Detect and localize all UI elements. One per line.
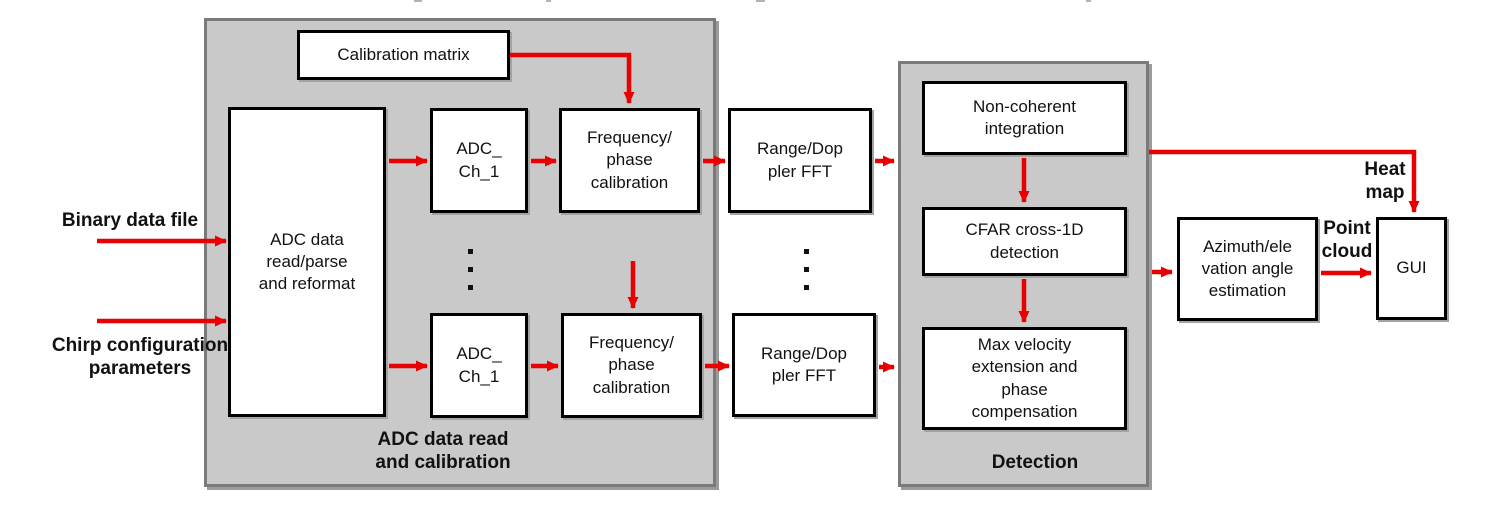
cropped-text-artifact [756, 0, 765, 2]
cropped-text-artifact [546, 0, 551, 2]
node-frequency-phase-calibration-bottom: Frequency/ phase calibration [561, 313, 702, 418]
group-detection-caption: Detection [991, 452, 1079, 473]
node-calibration-matrix: Calibration matrix [297, 30, 510, 80]
dot [468, 285, 473, 290]
node-range-doppler-fft-top: Range/Dop pler FFT [728, 108, 872, 213]
label-chirp-configuration-parameters: Chirp configuration parameters [51, 335, 229, 379]
node-range-doppler-fft-bottom: Range/Dop pler FFT [732, 313, 876, 417]
node-cfar-cross-1d-detection: CFAR cross-1D detection [922, 207, 1127, 276]
dot [804, 267, 809, 272]
ellipsis-adc-channels [468, 249, 473, 290]
node-max-velocity-extension: Max velocity extension and phase compens… [922, 327, 1127, 430]
label-point-cloud: Point cloud [1321, 218, 1373, 262]
node-adc-ch1-top: ADC_ Ch_1 [430, 108, 528, 213]
label-heat-map: Heat map [1364, 159, 1406, 203]
dot [468, 267, 473, 272]
dot [468, 249, 473, 254]
node-adc-ch1-bottom: ADC_ Ch_1 [430, 313, 528, 418]
node-adc-data-read-parse-reformat: ADC data read/parse and reformat [228, 107, 386, 417]
cropped-text-artifact [414, 0, 422, 2]
dot [804, 285, 809, 290]
group-adc-caption: ADC data read and calibration [375, 429, 511, 474]
node-azimuth-elevation-estimation: Azimuth/ele vation angle estimation [1177, 217, 1318, 321]
cropped-text-artifact [1086, 0, 1091, 2]
label-binary-data-file: Binary data file [61, 210, 199, 231]
node-non-coherent-integration: Non-coherent integration [922, 81, 1127, 155]
ellipsis-range-fft [804, 249, 809, 290]
node-frequency-phase-calibration-top: Frequency/ phase calibration [559, 108, 700, 213]
node-gui: GUI [1376, 217, 1447, 320]
dot [804, 249, 809, 254]
